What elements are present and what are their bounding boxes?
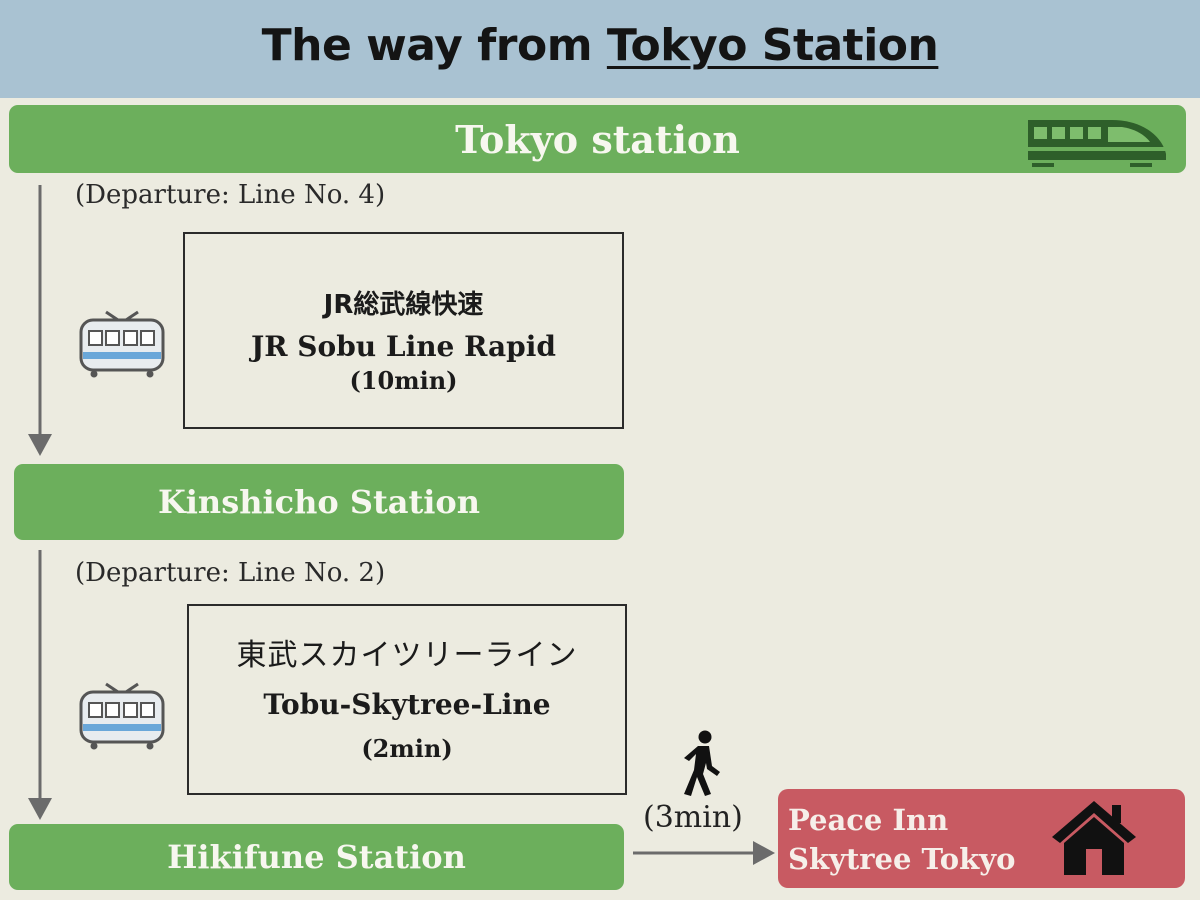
destination-line-1: Peace Inn bbox=[788, 803, 949, 837]
destination-hotel: Peace Inn Skytree Tokyo bbox=[778, 789, 1185, 888]
page-title: The way from Tokyo Station bbox=[0, 20, 1200, 71]
line-name-en: Tobu-Skytree-Line bbox=[263, 688, 551, 721]
travel-time: (2min) bbox=[361, 734, 453, 763]
station-kinshicho: Kinshicho Station bbox=[14, 464, 624, 540]
route-box-tobu-skytree: 東武スカイツリーライン Tobu-Skytree-Line (2min) bbox=[187, 604, 627, 795]
destination-line-2: Skytree Tokyo bbox=[788, 842, 1016, 876]
walk-arrow-head bbox=[753, 841, 775, 865]
train-icon bbox=[79, 682, 165, 750]
arrow-head-2 bbox=[28, 798, 52, 820]
train-icon bbox=[79, 310, 165, 378]
pedestrian-icon bbox=[684, 730, 720, 796]
departure-note-2: (Departure: Line No. 2) bbox=[75, 558, 386, 588]
arrow-head-1 bbox=[28, 434, 52, 456]
station-hikifune: Hikifune Station bbox=[9, 824, 624, 890]
route-box-jr-sobu: JR総武線快速 JR Sobu Line Rapid (10min) bbox=[183, 232, 624, 429]
header-banner: The way from Tokyo Station bbox=[0, 0, 1200, 98]
station-tokyo: Tokyo station bbox=[9, 105, 1186, 173]
line-name-en: JR Sobu Line Rapid bbox=[251, 330, 556, 363]
shinkansen-icon bbox=[1028, 120, 1166, 167]
house-icon bbox=[1052, 801, 1136, 875]
station-kinshicho-label: Kinshicho Station bbox=[157, 483, 481, 521]
title-underlined: Tokyo Station bbox=[606, 20, 939, 71]
travel-time: (10min) bbox=[349, 366, 458, 395]
line-name-jp: JR総武線快速 bbox=[323, 290, 484, 320]
station-tokyo-label: Tokyo station bbox=[455, 116, 740, 162]
station-hikifune-label: Hikifune Station bbox=[167, 838, 466, 876]
departure-note-1: (Departure: Line No. 4) bbox=[75, 180, 386, 210]
line-name-jp: 東武スカイツリーライン bbox=[236, 638, 578, 673]
walk-time: (3min) bbox=[643, 800, 743, 835]
title-prefix: The way from bbox=[261, 20, 607, 71]
